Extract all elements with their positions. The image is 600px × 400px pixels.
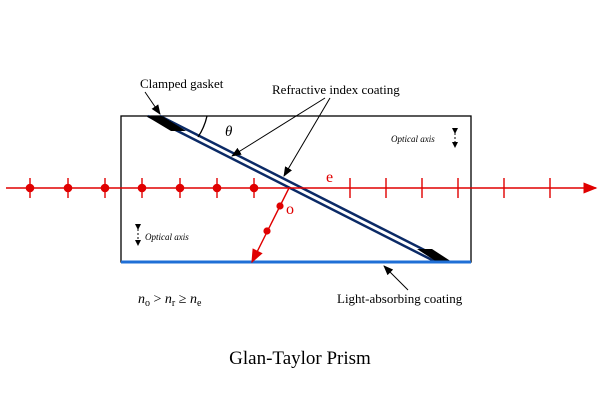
light-absorbing-coating-pointer xyxy=(383,265,409,291)
refractive-index-relation: no > nr ≥ ne xyxy=(138,292,202,309)
diagonal-cut-lower xyxy=(159,114,449,264)
incident-polarization-marks xyxy=(25,178,259,198)
light-absorbing-coating-label: Light-absorbing coating xyxy=(337,291,463,306)
optical-axis-left-label: Optical axis xyxy=(145,232,189,242)
clamped-gasket-label: Clamped gasket xyxy=(140,76,224,91)
clamped-gasket-pointer xyxy=(144,91,161,115)
clamped-gasket-top xyxy=(146,116,186,131)
o-ray-dot xyxy=(276,202,284,210)
diagonal-cut-upper xyxy=(147,114,437,264)
refractive-index-coating-pointer-2 xyxy=(283,97,331,177)
refractive-index-coating-pointer-1 xyxy=(231,97,326,157)
o-ray-dot xyxy=(263,227,271,235)
refractive-index-coating-layer xyxy=(148,116,471,262)
e-ray-polarization-marks xyxy=(349,178,551,198)
o-ray-label: o xyxy=(286,201,294,218)
o-ray xyxy=(251,187,290,264)
theta-label: θ xyxy=(225,124,233,140)
figure-title: Glan-Taylor Prism xyxy=(229,348,371,369)
optical-axis-top-label: Optical axis xyxy=(391,134,435,144)
e-ray-label: e xyxy=(326,169,333,186)
theta-angle-arc xyxy=(197,115,208,138)
refractive-index-coating-label: Refractive index coating xyxy=(272,82,400,97)
clamped-gasket-bottom xyxy=(417,249,452,262)
